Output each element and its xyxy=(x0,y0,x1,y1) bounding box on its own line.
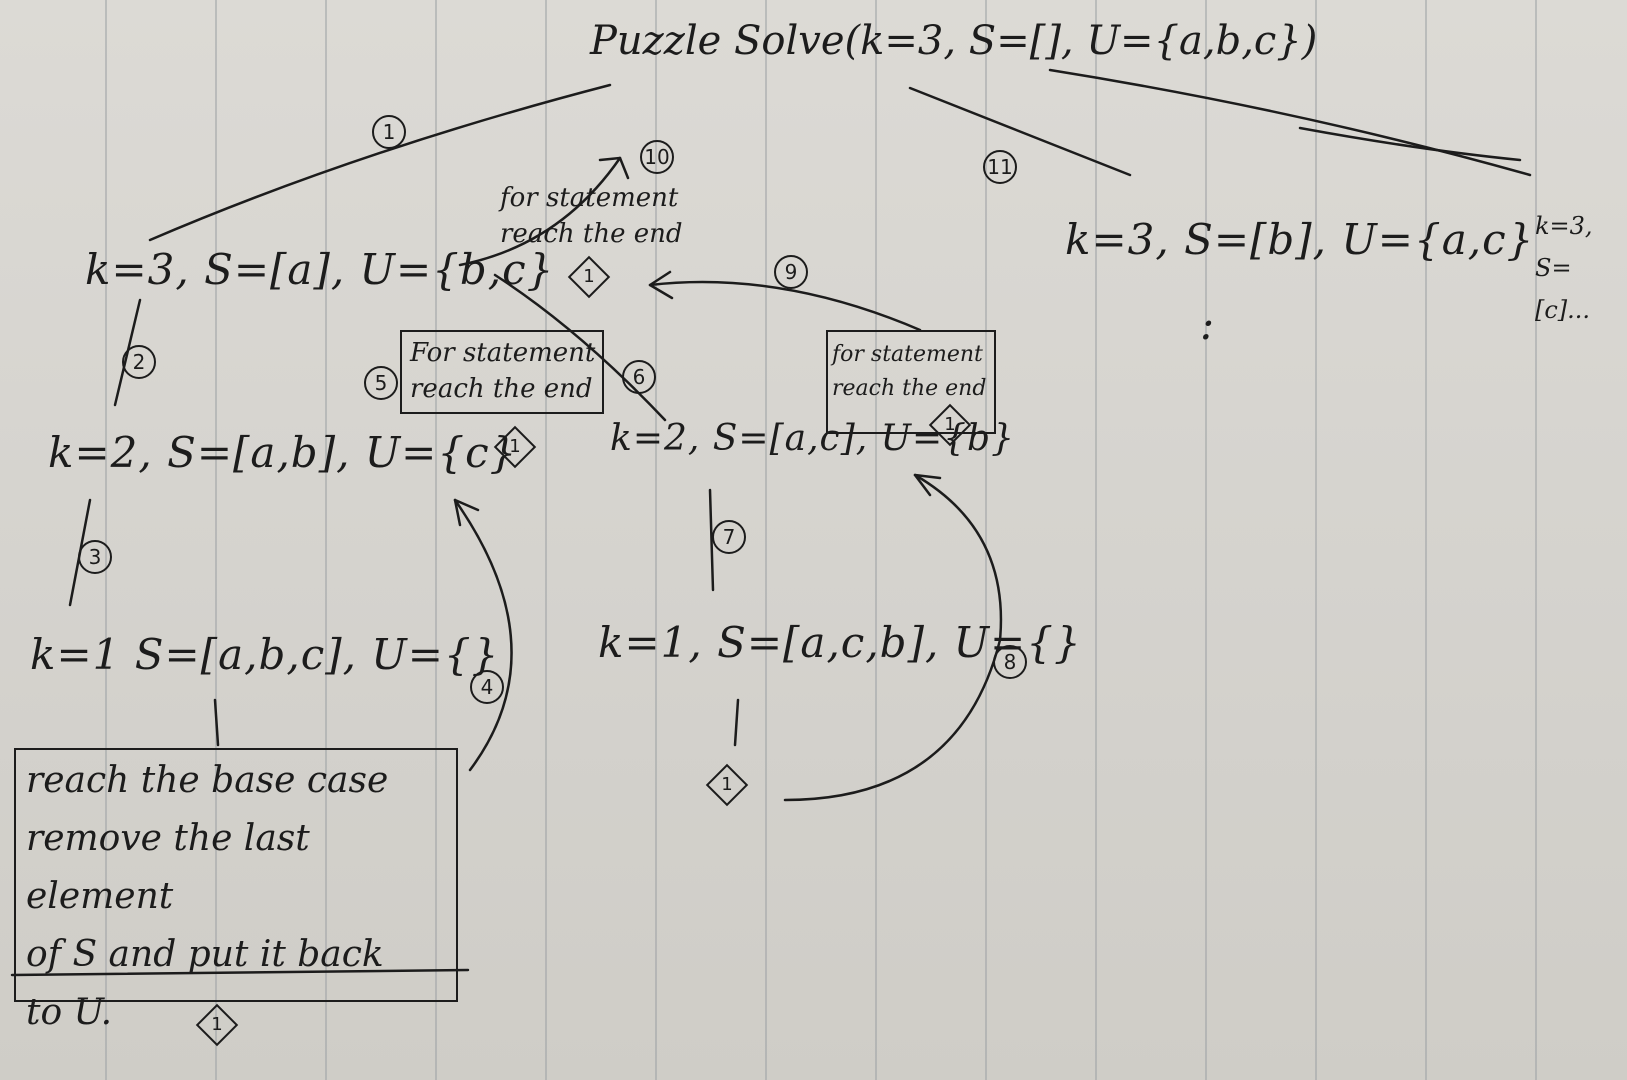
arrow-4 xyxy=(453,498,513,772)
note-for-end-top: for statement reach the end xyxy=(500,183,683,249)
step-2: 2 xyxy=(122,345,156,379)
box-base-case xyxy=(14,748,458,1002)
edge-root-left xyxy=(148,83,612,242)
box-for-end-right-text: for statement reach the end xyxy=(832,342,987,401)
box-for-end-5 xyxy=(400,330,604,414)
step-4: 4 xyxy=(470,670,504,704)
edge-root-right-extra xyxy=(1298,126,1522,162)
step-6: 6 xyxy=(622,360,656,394)
box-for-end-5-text: For statement reach the end xyxy=(410,338,596,404)
step-3: 3 xyxy=(78,540,112,574)
arrow-10 xyxy=(458,156,622,267)
edge-root-mid xyxy=(908,86,1132,177)
node-right-k2: k=2, S=[a,c], U={b} xyxy=(610,418,1015,459)
box-base-case-text: reach the base case remove the last elem… xyxy=(26,760,389,1033)
node-left-k3: k=3, S=[a], U={b,c} xyxy=(85,245,555,294)
edge-root-right xyxy=(1048,68,1532,177)
node-mid-k3: k=3, S=[b], U={a,c} xyxy=(1065,215,1535,264)
step-9: 9 xyxy=(774,255,808,289)
step-11: 11 xyxy=(983,150,1017,184)
step-8: 8 xyxy=(993,645,1027,679)
edge-left-k3-right-k2 xyxy=(493,273,667,422)
step-7: 7 xyxy=(712,520,746,554)
node-right-k3: k=3, S=[c]... xyxy=(1535,212,1593,324)
ellipsis: : xyxy=(1200,300,1216,349)
edge-left-k1-box xyxy=(213,698,220,747)
box-for-end-right xyxy=(826,330,996,434)
step-5: 5 xyxy=(364,366,398,400)
edge-right-k1-diamond xyxy=(733,698,740,747)
node-left-k2: k=2, S=[a,b], U={c} xyxy=(48,428,518,477)
node-left-k1: k=1 S=[a,b,c], U={} xyxy=(30,630,500,679)
step-1: 1 xyxy=(372,115,406,149)
edge-right-k2-k1 xyxy=(708,488,715,592)
step-10: 10 xyxy=(640,140,674,174)
root-node: Puzzle Solve(k=3, S=[], U={a,b,c}) xyxy=(590,18,1318,64)
arrow-9 xyxy=(648,280,922,332)
